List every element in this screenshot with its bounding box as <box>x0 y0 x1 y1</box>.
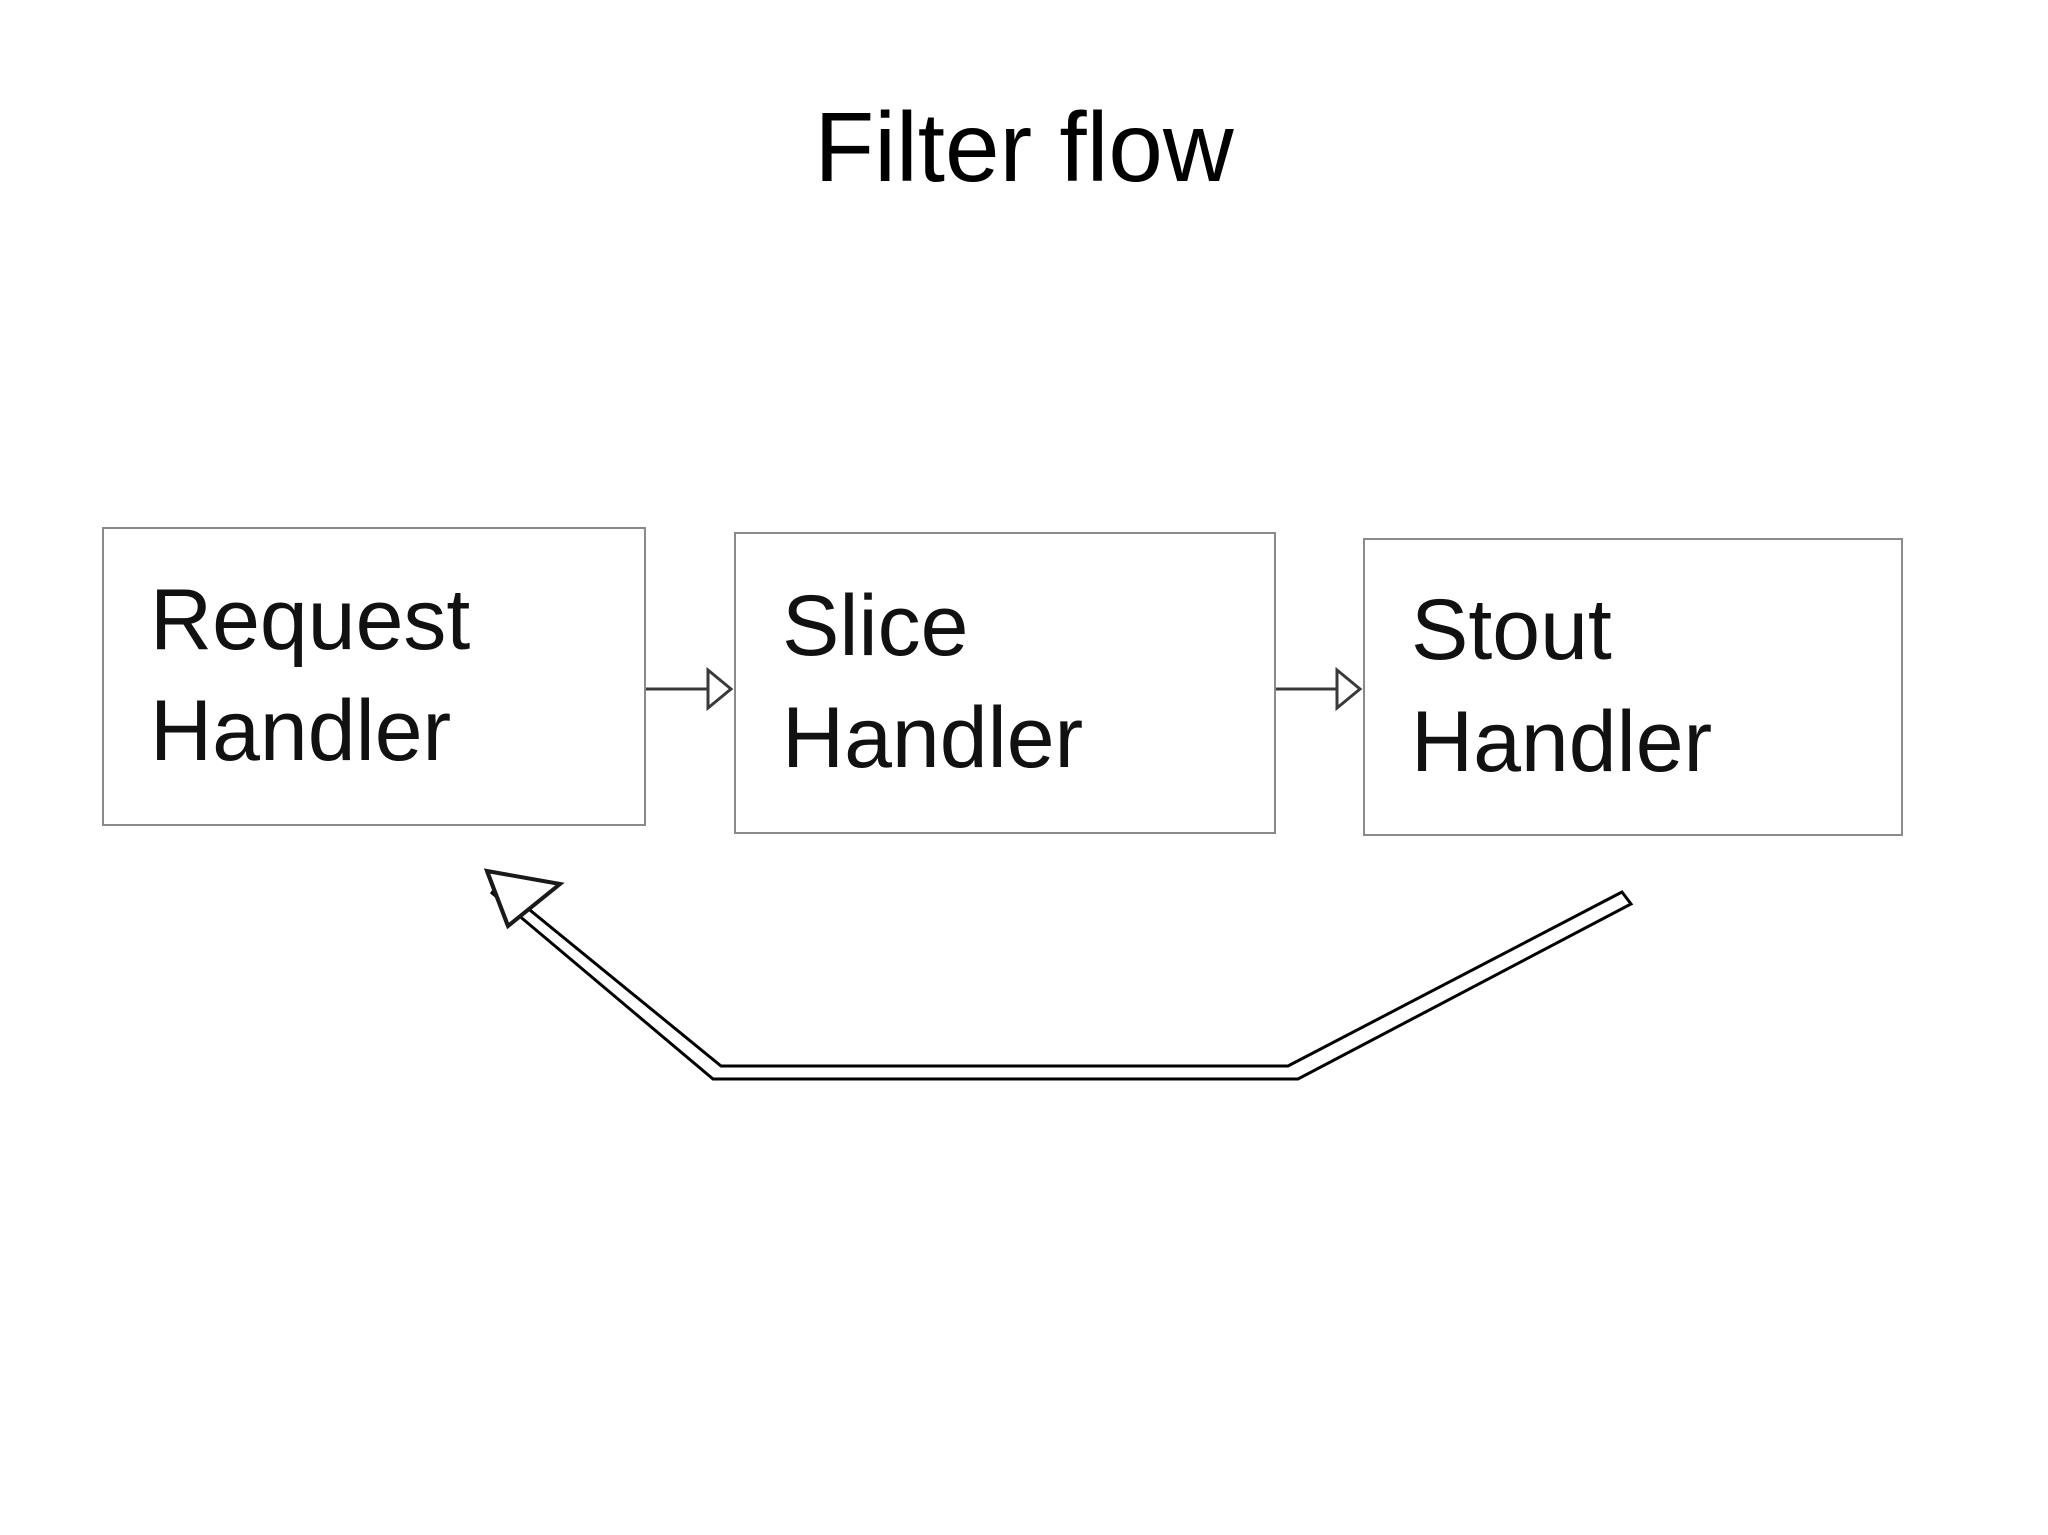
flow-node-request-handler-label: Request Handler <box>150 565 470 789</box>
flow-node-stout-handler-line2: Handler <box>1411 694 1713 790</box>
flow-node-slice-handler[interactable]: Slice Handler <box>734 532 1276 834</box>
connector-stout-to-request-feedback-icon <box>483 868 1634 1081</box>
flow-node-slice-handler-line2: Handler <box>782 690 1084 786</box>
flow-node-request-handler[interactable]: Request Handler <box>102 527 646 826</box>
flow-node-stout-handler-line1: Stout <box>1411 582 1612 679</box>
page-title: Filter flow <box>814 92 1234 202</box>
flow-node-slice-handler-label: Slice Handler <box>782 571 1083 795</box>
connector-slice-to-stout-icon <box>1276 666 1363 712</box>
flow-node-stout-handler[interactable]: Stout Handler <box>1363 538 1903 836</box>
flow-node-request-handler-line2: Handler <box>150 683 452 780</box>
flow-node-request-handler-line1: Request <box>150 571 471 668</box>
connector-request-to-slice-icon <box>645 666 734 712</box>
flow-node-stout-handler-label: Stout Handler <box>1411 575 1712 799</box>
flow-node-slice-handler-line1: Slice <box>782 578 969 675</box>
